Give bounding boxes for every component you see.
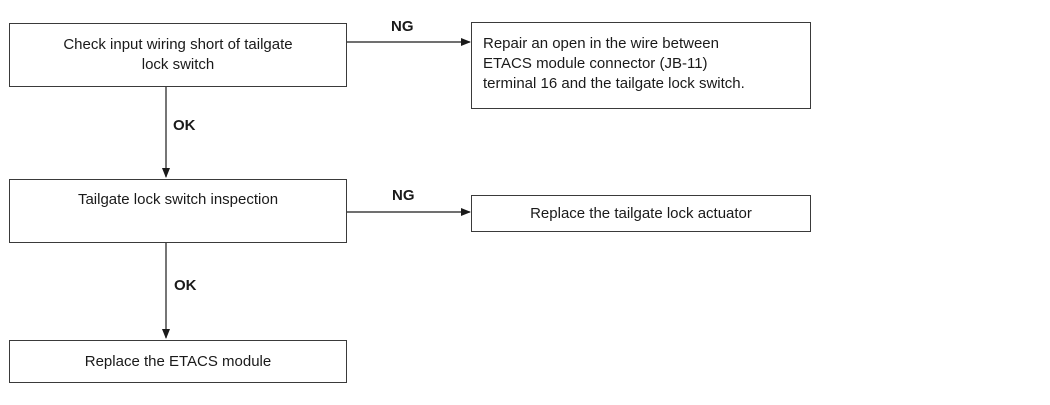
step-tailgate-switch-inspection-line-1: Tailgate lock switch inspection	[77, 191, 279, 208]
outcome-replace-actuator-line-1: Replace the tailgate lock actuator	[530, 205, 752, 222]
edge-label-ok-2: OK	[174, 277, 197, 294]
outcome-repair-open-wire-line-3: terminal 16 and the tailgate lock switch…	[483, 75, 745, 92]
step-tailgate-switch-inspection: Tailgate lock switch inspection	[9, 179, 347, 243]
outcome-repair-open-wire-line-1: Repair an open in the wire between	[483, 35, 719, 52]
outcome-replace-actuator: Replace the tailgate lock actuator	[471, 195, 811, 232]
step-replace-etacs-module-line-1: Replace the ETACS module	[84, 353, 272, 370]
step-check-input-wiring: Check input wiring short of tailgate loc…	[9, 23, 347, 87]
step-check-input-wiring-line-1: Check input wiring short of tailgate	[63, 36, 293, 53]
outcome-repair-open-wire-line-2: ETACS module connector (JB-11)	[483, 55, 708, 72]
step-check-input-wiring-line-2: lock switch	[141, 56, 215, 73]
outcome-repair-open-wire: Repair an open in the wire between ETACS…	[471, 22, 811, 109]
edge-label-ok-1: OK	[173, 117, 196, 134]
edge-label-ng-1: NG	[391, 18, 414, 35]
step-replace-etacs-module: Replace the ETACS module	[9, 340, 347, 383]
edge-label-ng-2: NG	[392, 187, 415, 204]
